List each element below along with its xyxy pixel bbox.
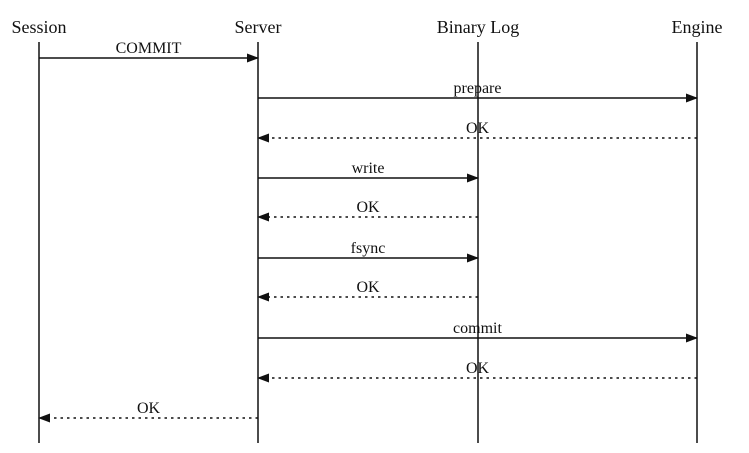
message-10-ok: OK xyxy=(38,400,258,423)
message-6-fsync: fsync xyxy=(258,240,479,263)
message-5-ok: OK xyxy=(257,199,478,222)
actor-label-engine: Engine xyxy=(672,17,723,37)
message-4-write: write xyxy=(258,160,479,183)
message-label: OK xyxy=(137,400,161,417)
message-3-ok: OK xyxy=(257,120,697,143)
message-9-ok: OK xyxy=(257,360,697,383)
message-label: OK xyxy=(466,120,490,137)
actor-label-binary-log: Binary Log xyxy=(437,17,520,37)
actor-label-server: Server xyxy=(235,17,282,37)
message-1-commit: COMMIT xyxy=(39,40,259,63)
actor-labels-layer: Session Server Binary Log Engine xyxy=(11,17,722,37)
message-label: write xyxy=(352,160,385,177)
message-label: commit xyxy=(453,320,502,337)
message-2-prepare: prepare xyxy=(258,80,698,103)
message-label: OK xyxy=(356,199,380,216)
message-label: OK xyxy=(356,279,380,296)
message-label: COMMIT xyxy=(116,40,182,57)
message-8-commit: commit xyxy=(258,320,698,343)
message-label: prepare xyxy=(454,80,502,97)
message-label: fsync xyxy=(351,240,386,257)
message-7-ok: OK xyxy=(257,279,478,302)
actor-label-session: Session xyxy=(11,17,66,37)
message-label: OK xyxy=(466,360,490,377)
